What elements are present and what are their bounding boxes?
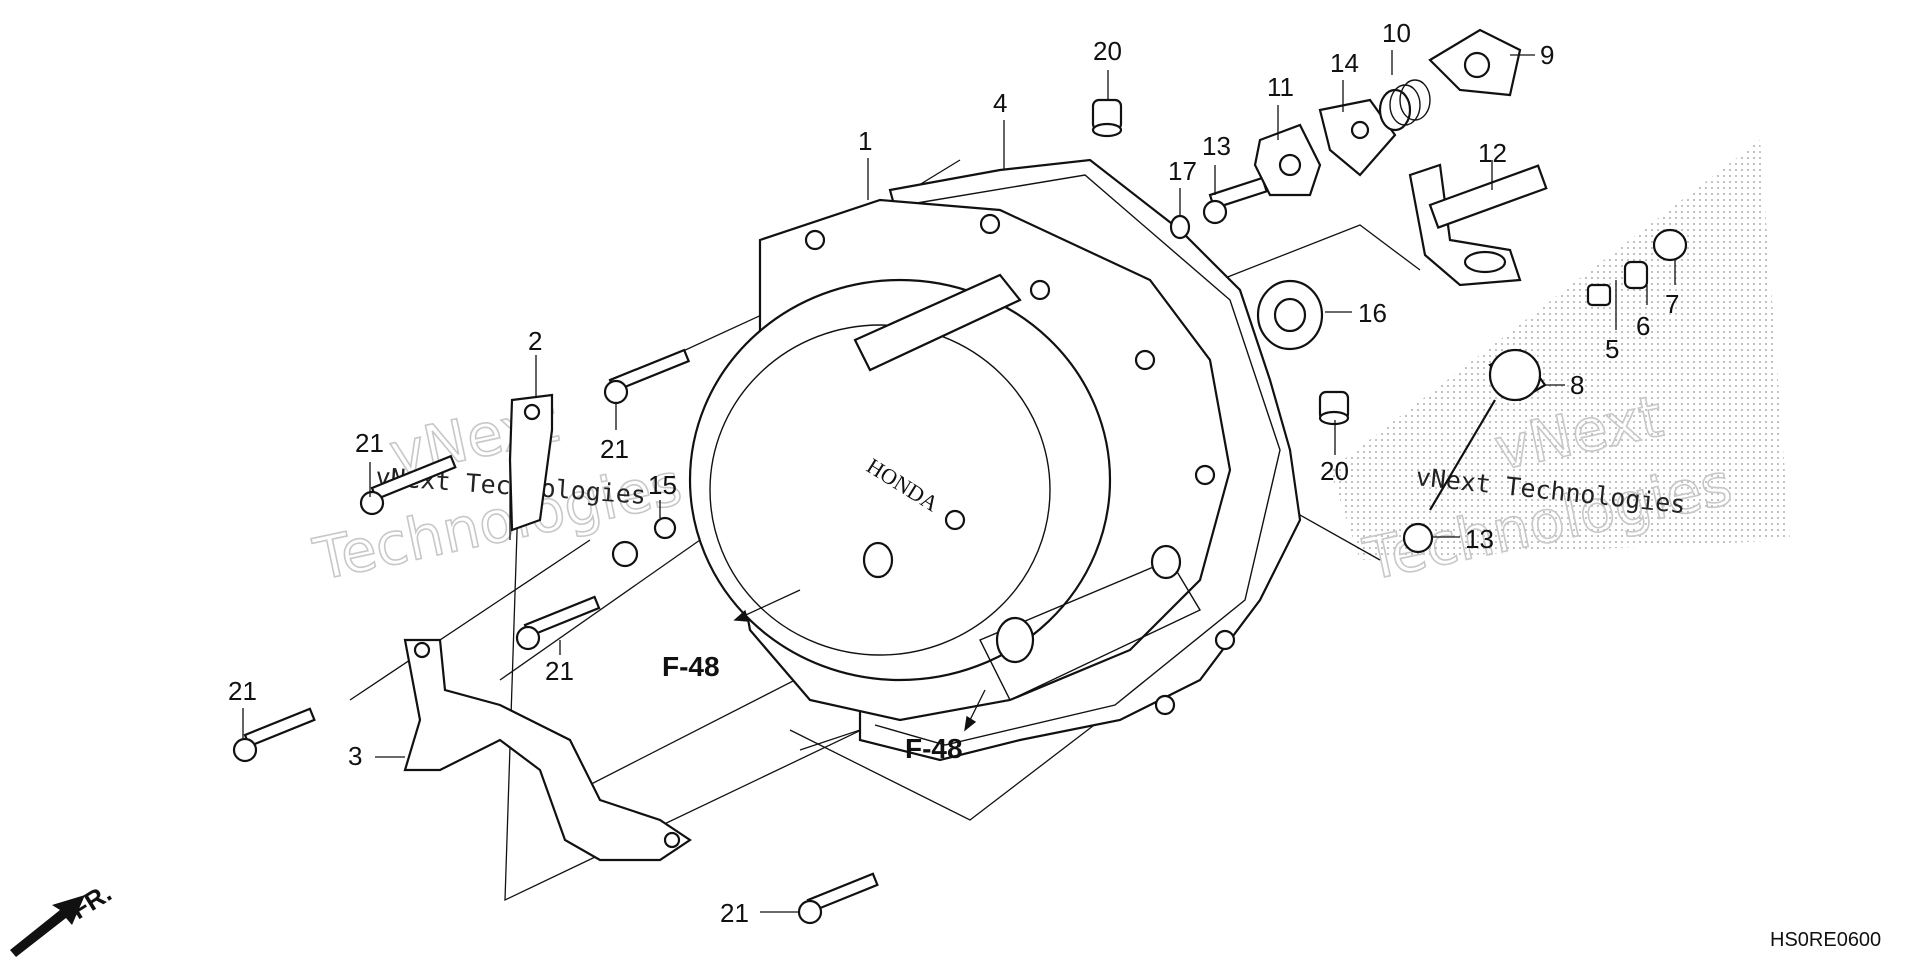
callout-7: 7 — [1665, 289, 1679, 319]
callout-6: 6 — [1636, 311, 1650, 341]
cover-dome — [688, 278, 1112, 682]
callout-2: 2 — [528, 326, 542, 356]
bearing-16 — [1256, 279, 1324, 351]
callout-21-a: 21 — [355, 428, 384, 458]
rear-cover: HONDA — [688, 198, 1236, 722]
ref-arrows — [733, 589, 986, 732]
callout-16: 16 — [1358, 298, 1387, 328]
cap-7 — [1652, 228, 1688, 262]
callout-11: 11 — [1267, 72, 1294, 102]
callout-21-d: 21 — [228, 676, 257, 706]
dowel-20-mid — [1318, 390, 1350, 426]
callout-8: 8 — [1570, 370, 1584, 400]
spring-6 — [1623, 260, 1649, 290]
callout-leaders — [242, 50, 1676, 913]
bolt-left — [359, 454, 457, 516]
bolts-21 — [232, 348, 879, 925]
callout-4: 4 — [993, 88, 1007, 118]
reference-labels: F-48 F-48 — [662, 651, 963, 764]
callout-14: 14 — [1330, 48, 1359, 78]
callout-13-upper: 13 — [1202, 131, 1231, 161]
cover-rib — [853, 273, 1022, 372]
callout-13-lower: 13 — [1465, 524, 1494, 554]
dowel-20-top — [1091, 98, 1123, 138]
plate-14 — [1318, 98, 1397, 177]
washer-18 — [1402, 522, 1434, 554]
callout-3: 3 — [348, 741, 362, 771]
bracket-2 — [508, 393, 554, 532]
bolt-lower-left — [232, 707, 316, 763]
callout-5: 5 — [1605, 334, 1619, 364]
plate-11 — [1253, 123, 1322, 197]
diagram-code: HS0RE0600 — [1770, 929, 1881, 951]
bolt-mid — [515, 595, 601, 651]
ref-f48-right: F-48 — [905, 733, 963, 764]
callouts: 1 2 3 4 5 6 7 8 9 10 11 12 13 13 14 15 1… — [228, 18, 1679, 928]
ref-f48-left: F-48 — [662, 651, 720, 682]
callout-1: 1 — [858, 126, 872, 156]
screw-5 — [1586, 283, 1612, 307]
bolt-top — [603, 348, 691, 405]
bolt-bottom — [797, 872, 879, 925]
cover-holes — [804, 213, 1236, 716]
shift-arm-12 — [1408, 163, 1548, 287]
callout-20-upper: 20 — [1093, 36, 1122, 66]
callout-21-e: 21 — [720, 898, 749, 928]
callout-9: 9 — [1540, 40, 1554, 70]
callout-20-lower: 20 — [1320, 456, 1349, 486]
callout-10: 10 — [1382, 18, 1411, 48]
cam-9 — [1428, 28, 1522, 97]
front-arrow-icon — [10, 895, 85, 957]
dipstick-8 — [1429, 348, 1547, 511]
callout-15: 15 — [648, 470, 677, 500]
callout-21-c: 21 — [545, 656, 574, 686]
bracket-3 — [403, 638, 692, 862]
washers-15 — [611, 516, 677, 568]
washer-17 — [1169, 214, 1191, 240]
front-indicator: FR. — [10, 877, 117, 957]
callout-21-b: 21 — [600, 434, 629, 464]
callout-12: 12 — [1478, 138, 1507, 168]
callout-17: 17 — [1168, 156, 1197, 186]
spring-10 — [1378, 79, 1431, 132]
bolt-13-upper — [1202, 176, 1269, 225]
